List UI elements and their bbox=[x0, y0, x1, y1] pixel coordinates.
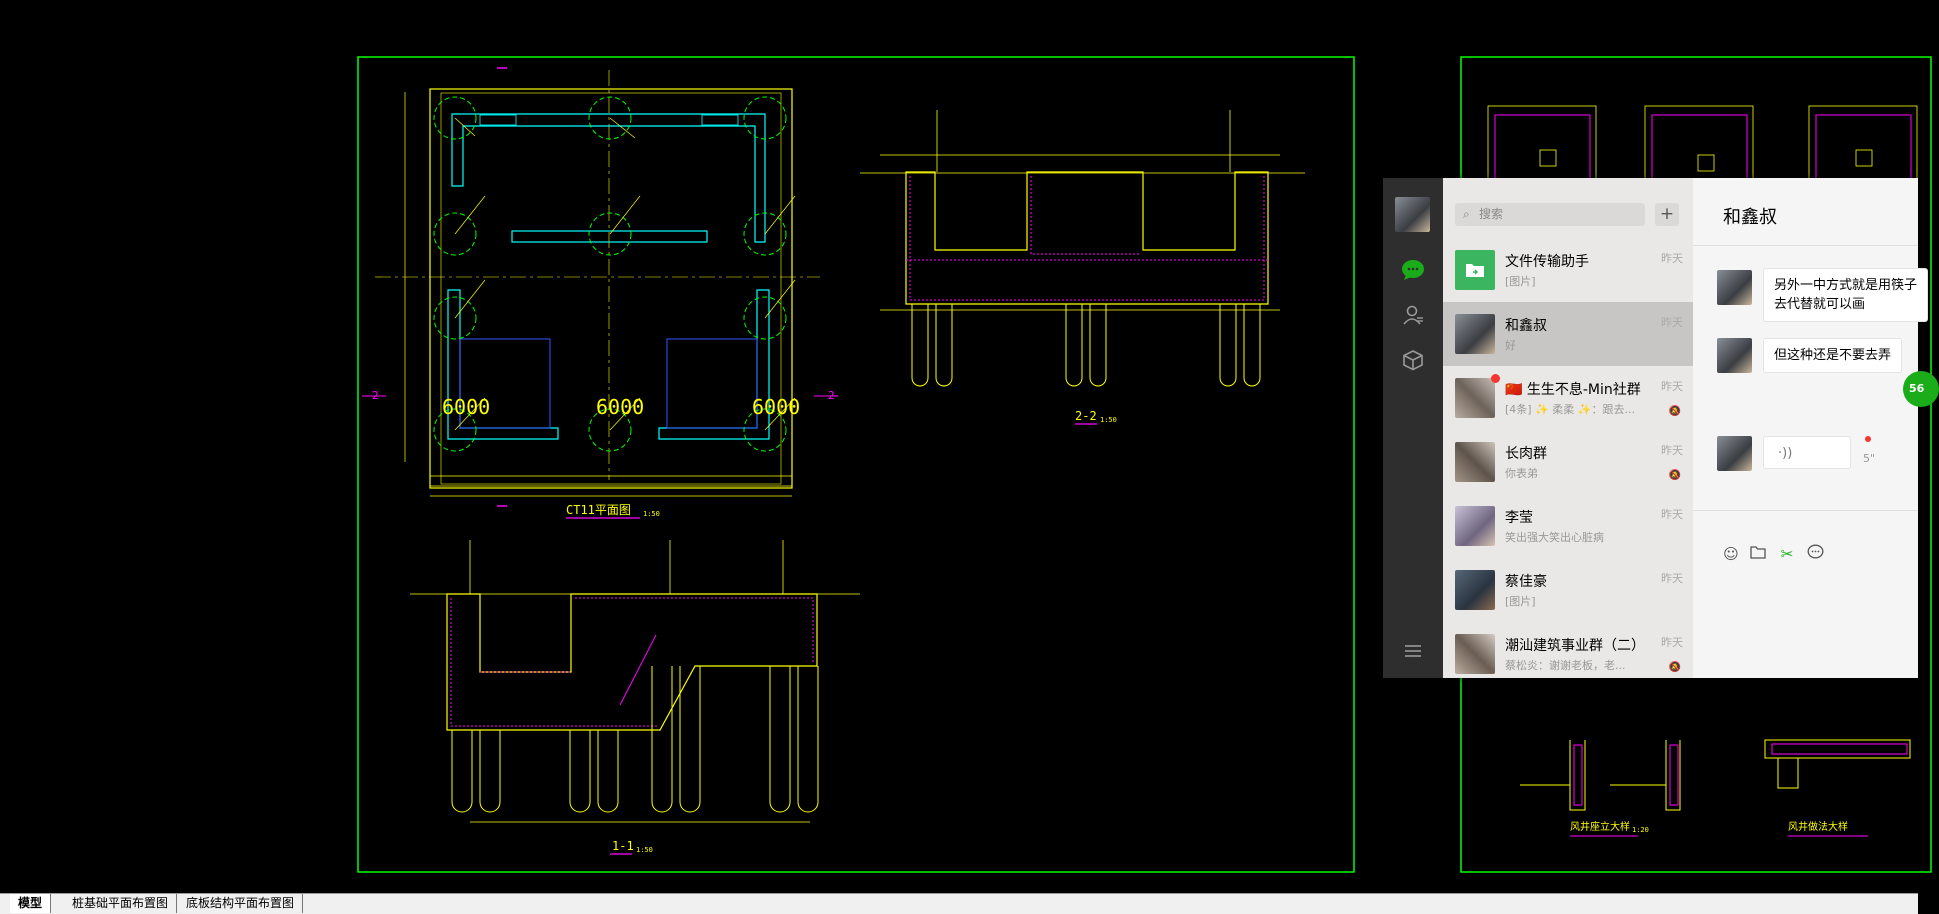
conversation-preview: [图片] bbox=[1505, 275, 1536, 288]
conversation-name: 长肉群 bbox=[1505, 446, 1547, 462]
divider bbox=[1693, 245, 1918, 246]
conversation-name: 和鑫叔 bbox=[1505, 318, 1547, 334]
detail-scale-left: 1:20 bbox=[1632, 826, 1649, 834]
conversation-preview: [4条] ✨ 柔柔 ✨：跟去... bbox=[1505, 403, 1635, 416]
plan-scale: 1:50 bbox=[643, 510, 660, 518]
conversation-item[interactable]: 文件传输助手 [图片] 昨天 bbox=[1443, 238, 1693, 302]
search-icon: ⌕ bbox=[1463, 207, 1470, 221]
wechat-window: ⌕ 搜索 + 文件传输助手 [图片] 昨天 和鑫叔 好 昨天 🇨🇳 生生不息-M… bbox=[1383, 178, 1939, 678]
conversation-item[interactable]: 蔡佳豪 [图片] 昨天 bbox=[1443, 558, 1693, 622]
voice-wave-icon: ·)) bbox=[1778, 446, 1793, 461]
voice-message[interactable]: ·)) bbox=[1763, 436, 1851, 469]
avatar bbox=[1455, 314, 1495, 354]
mute-icon: 🔕 bbox=[1668, 470, 1681, 481]
layout-tab-bar: 模型 桩基础平面布置图 底板结构平面布置图 bbox=[0, 893, 1918, 914]
avatar bbox=[1455, 570, 1495, 610]
folder-icon[interactable] bbox=[1748, 544, 1768, 564]
divider bbox=[1693, 510, 1918, 511]
unplayed-dot bbox=[1865, 436, 1871, 442]
section-a-scale: 1:50 bbox=[636, 846, 653, 854]
section-b-title: 2-2 bbox=[1075, 409, 1097, 423]
conversation-item-selected[interactable]: 和鑫叔 好 昨天 bbox=[1443, 302, 1693, 366]
section-a-title: 1-1 bbox=[612, 839, 634, 853]
scissors-icon[interactable]: ✂ bbox=[1780, 545, 1794, 563]
conversation-time: 昨天 bbox=[1661, 380, 1683, 393]
group-avatar bbox=[1455, 378, 1495, 418]
conversation-time: 昨天 bbox=[1661, 636, 1683, 649]
floating-badge[interactable]: 56 bbox=[1903, 371, 1939, 407]
conversation-time: 昨天 bbox=[1661, 444, 1683, 457]
contact-avatar[interactable] bbox=[1717, 436, 1752, 471]
message-text: 但这种还是不要去弄 bbox=[1774, 348, 1892, 363]
conversation-preview: 蔡松炎：谢谢老板，老... bbox=[1505, 659, 1626, 672]
conversation-time: 昨天 bbox=[1661, 252, 1683, 265]
mute-icon: 🔕 bbox=[1668, 662, 1681, 673]
conversation-preview: 你表弟 bbox=[1505, 467, 1538, 480]
conversation-item[interactable]: 潮汕建筑事业群（二） 蔡松炎：谢谢老板，老... 昨天 🔕 bbox=[1443, 622, 1693, 686]
add-chat-button[interactable]: + bbox=[1655, 203, 1679, 226]
unread-dot bbox=[1491, 374, 1500, 383]
conversation-item[interactable]: 长肉群 你表弟 昨天 🔕 bbox=[1443, 430, 1693, 494]
tab-model[interactable]: 模型 bbox=[10, 894, 52, 913]
favorites-icon[interactable] bbox=[1400, 347, 1426, 373]
conversation-name: 潮汕建筑事业群（二） bbox=[1505, 638, 1645, 654]
sheet-frame-main bbox=[357, 56, 1355, 873]
conversation-preview: [图片] bbox=[1505, 595, 1536, 608]
detail-title-left: 风井座立大样 bbox=[1570, 820, 1630, 833]
voice-duration: 5" bbox=[1863, 452, 1876, 465]
tab-pile-foundation-layout[interactable]: 桩基础平面布置图 bbox=[64, 894, 178, 913]
contacts-icon[interactable] bbox=[1400, 302, 1426, 328]
chat-title: 和鑫叔 bbox=[1723, 207, 1777, 228]
conversation-name: 文件传输助手 bbox=[1505, 254, 1589, 270]
section-b-scale: 1:50 bbox=[1100, 416, 1117, 424]
avatar bbox=[1455, 506, 1495, 546]
file-transfer-avatar bbox=[1455, 250, 1495, 290]
conversation-list: ⌕ 搜索 + 文件传输助手 [图片] 昨天 和鑫叔 好 昨天 🇨🇳 生生不息-M… bbox=[1443, 178, 1693, 678]
conversation-name: 李莹 bbox=[1505, 510, 1533, 526]
group-avatar bbox=[1455, 442, 1495, 482]
pile-label: 6000 bbox=[596, 395, 644, 419]
conversation-name: 蔡佳豪 bbox=[1505, 574, 1547, 590]
chat-icon[interactable] bbox=[1400, 257, 1426, 283]
conversation-time: 昨天 bbox=[1661, 316, 1683, 329]
contact-avatar[interactable] bbox=[1717, 270, 1752, 305]
section-2-2: 2-2 1:50 bbox=[860, 110, 1305, 425]
emoji-icon[interactable]: ☺ bbox=[1723, 545, 1739, 563]
group-avatar bbox=[1455, 634, 1495, 674]
menu-icon[interactable] bbox=[1400, 638, 1426, 664]
plan-ct11: 6000 6000 6000 2 2 CT11平面图 1:50 bbox=[362, 67, 838, 519]
section-1-1: 1-1 1:50 bbox=[410, 540, 860, 855]
message-text: 去代替就可以画 bbox=[1774, 297, 1866, 312]
conversation-item[interactable]: 李莹 笑出强大笑出心脏病 昨天 bbox=[1443, 494, 1693, 558]
user-avatar[interactable] bbox=[1395, 197, 1430, 232]
message-bubble[interactable]: 但这种还是不要去弄 bbox=[1763, 338, 1903, 373]
detail-title-right: 风井做法大样 bbox=[1788, 820, 1848, 833]
contact-avatar[interactable] bbox=[1717, 338, 1752, 373]
conversation-time: 昨天 bbox=[1661, 572, 1683, 585]
conversation-name: 🇨🇳 生生不息-Min社群 bbox=[1505, 382, 1641, 398]
mute-icon: 🔕 bbox=[1668, 406, 1681, 417]
message-bubble[interactable]: 另外一中方式就是用筷子 去代替就可以画 bbox=[1763, 268, 1929, 322]
message-text: 另外一中方式就是用筷子 bbox=[1774, 278, 1918, 293]
plan-title: CT11平面图 bbox=[566, 503, 631, 517]
conversation-preview: 好 bbox=[1505, 339, 1516, 352]
chat-bubble-icon[interactable] bbox=[1805, 544, 1825, 564]
conversation-preview: 笑出强大笑出心脏病 bbox=[1505, 531, 1604, 544]
wechat-nav-rail bbox=[1383, 178, 1443, 678]
conversation-time: 昨天 bbox=[1661, 508, 1683, 521]
conversation-item[interactable]: 🇨🇳 生生不息-Min社群 [4条] ✨ 柔柔 ✨：跟去... 昨天 🔕 bbox=[1443, 366, 1693, 430]
tab-floor-slab-layout[interactable]: 底板结构平面布置图 bbox=[178, 894, 304, 913]
search-input[interactable]: ⌕ 搜索 bbox=[1455, 203, 1645, 226]
pile-label: 6000 bbox=[752, 395, 800, 419]
chat-pane: 和鑫叔 另外一中方式就是用筷子 去代替就可以画 但这种还是不要去弄 ·)) 5"… bbox=[1693, 178, 1929, 678]
cad-model-space[interactable]: 6000 6000 6000 2 2 CT11平面图 1:50 2-2 bbox=[0, 0, 1932, 893]
pile-label: 6000 bbox=[442, 395, 490, 419]
